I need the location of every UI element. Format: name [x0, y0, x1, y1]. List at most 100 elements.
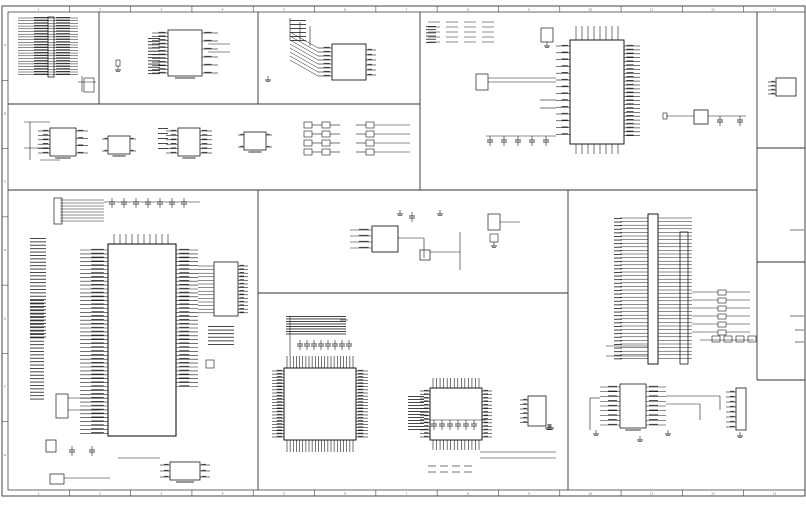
net-label	[56, 73, 70, 75]
net-label	[30, 261, 46, 263]
net-label	[56, 68, 70, 70]
column-label-bottom: 5	[283, 492, 285, 496]
pin-label	[239, 311, 244, 313]
net-label	[408, 399, 424, 400]
net-label	[614, 293, 622, 295]
pin-label	[104, 137, 108, 139]
pin-label	[91, 365, 104, 367]
ic-body	[107, 135, 131, 155]
net-label	[614, 322, 622, 324]
net-label	[614, 344, 622, 345]
net-label	[158, 133, 168, 134]
pin-label	[626, 126, 634, 128]
net-label	[148, 47, 160, 49]
ic-body	[177, 127, 201, 157]
net-label	[614, 286, 622, 288]
pin-label	[201, 475, 206, 477]
column-label-bottom: 4	[222, 492, 224, 496]
net-label	[34, 33, 48, 35]
pin-label	[179, 350, 190, 352]
pin-label	[91, 319, 104, 320]
net-label	[30, 320, 44, 322]
net-label	[208, 336, 234, 338]
pin-label	[523, 403, 527, 405]
pin-label	[42, 151, 49, 153]
net-label	[30, 312, 46, 314]
pin-label	[91, 264, 104, 266]
net-label	[30, 238, 46, 239]
net-label	[56, 54, 70, 56]
pin-label	[91, 338, 104, 340]
ic-label	[182, 157, 196, 159]
column-label-top: 2	[99, 8, 101, 12]
pin-label	[91, 276, 104, 278]
pin-label	[424, 389, 429, 391]
ic-body	[205, 359, 215, 369]
net-label	[614, 282, 622, 284]
column-label-bottom: 12	[711, 492, 715, 496]
pin-label	[239, 290, 244, 291]
net-label	[30, 306, 46, 307]
pin-label	[179, 260, 190, 262]
pin-label	[357, 407, 364, 409]
pin-label	[276, 410, 283, 412]
ic-body	[53, 197, 63, 225]
net-label	[30, 378, 44, 380]
pin-label	[179, 362, 190, 363]
pin-label	[179, 334, 190, 336]
column-label-top: 13	[772, 8, 776, 12]
power-regulators-block	[24, 121, 410, 161]
net-label	[408, 429, 424, 430]
pin-label	[91, 412, 104, 414]
pin-label	[424, 421, 429, 423]
pin-label	[179, 280, 190, 281]
net-label	[408, 414, 424, 415]
net-label	[614, 257, 622, 259]
net-label	[30, 316, 46, 318]
pin-label	[561, 106, 568, 107]
pin-label	[42, 143, 49, 144]
wire	[289, 51, 319, 69]
pin-label	[483, 400, 488, 402]
ic-body	[569, 39, 625, 145]
net-label	[148, 54, 160, 55]
net-label	[614, 336, 622, 338]
net-label	[56, 17, 70, 18]
net-label	[290, 24, 306, 25]
net-label	[30, 327, 44, 329]
net-label	[614, 236, 622, 237]
ic-label	[176, 481, 194, 483]
row-label: G	[4, 453, 7, 457]
pin-label	[266, 133, 270, 135]
net-label	[614, 300, 622, 302]
pin-label	[179, 264, 190, 266]
net-label	[30, 334, 44, 335]
net-label	[148, 60, 160, 62]
pin-label	[91, 260, 104, 262]
net-label	[158, 138, 168, 139]
transceiver-block	[589, 383, 747, 442]
qfp-small-ic-block	[408, 378, 556, 473]
pin-label	[561, 78, 568, 80]
pin-label	[204, 71, 212, 73]
pin-label	[158, 42, 166, 44]
net-label	[30, 278, 46, 280]
pin-label	[276, 395, 283, 396]
ic-body	[679, 231, 689, 365]
pin-label	[649, 395, 658, 397]
net-label	[56, 27, 70, 29]
column-label-bottom: 10	[589, 492, 593, 496]
pin-label	[42, 138, 49, 140]
pin-label	[276, 407, 283, 409]
pin-label	[626, 52, 634, 54]
pin-label	[158, 50, 166, 51]
net-label	[614, 290, 622, 291]
pin-label	[483, 435, 488, 437]
net-label	[56, 25, 70, 26]
pin-label	[357, 388, 364, 390]
net-label	[148, 41, 160, 43]
net-label	[56, 30, 70, 32]
net-label	[30, 306, 44, 308]
pin-label	[179, 315, 190, 317]
ic-body	[717, 313, 727, 320]
